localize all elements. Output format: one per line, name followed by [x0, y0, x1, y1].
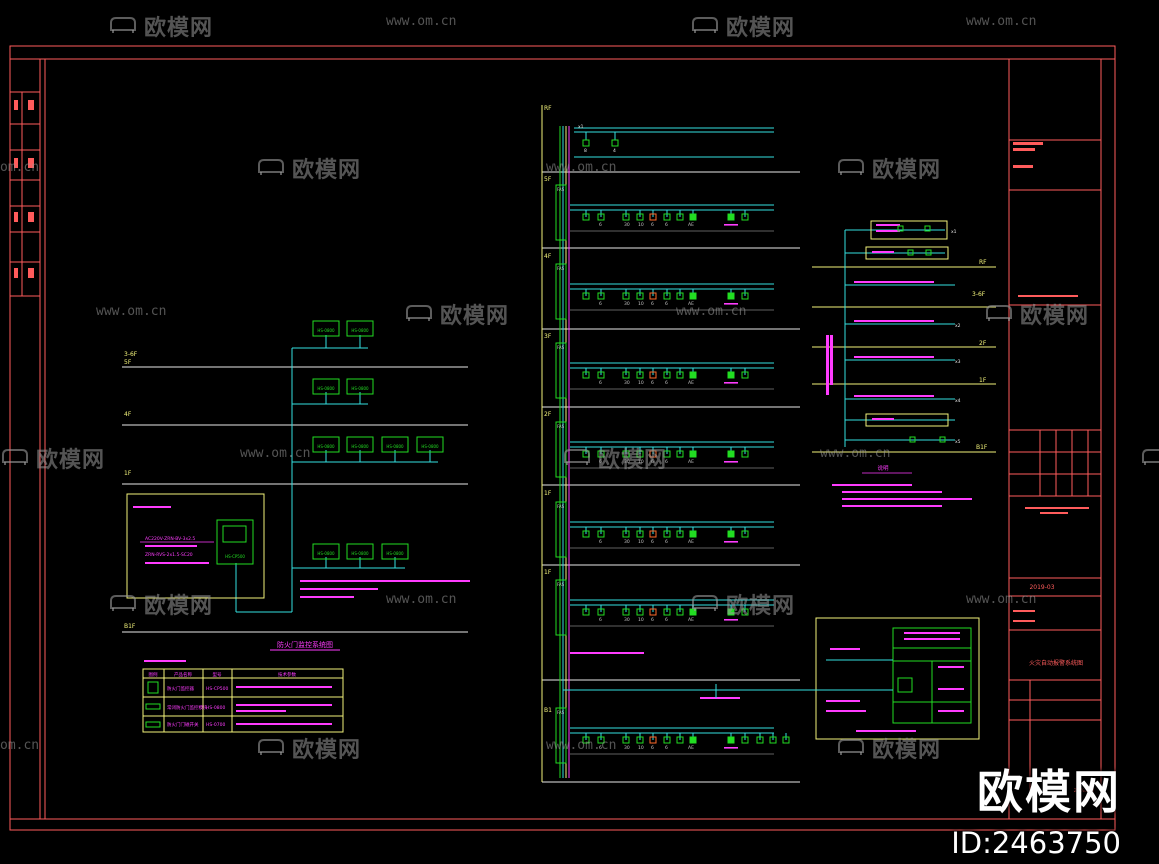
table-cell: 防火门门磁开关	[167, 721, 199, 728]
riser-floor-label: 4F	[544, 253, 552, 260]
door-module-code: HS-0800	[351, 328, 369, 333]
riser-qty: x1	[578, 124, 584, 130]
door-floor-label-2: 5F	[124, 359, 132, 366]
table-cell: 防火门监控器	[167, 685, 194, 692]
riser-floor-label: 3F	[544, 333, 552, 340]
door-floor-label-5: B1F	[124, 623, 136, 630]
door-table-headers: 图例 产品名称 型号 技术参数	[149, 671, 297, 678]
door-cable-spec: AC220V-ZRN-BV-3x2.5	[145, 536, 195, 542]
door-module-code: HS-0800	[317, 444, 335, 449]
door-module-code: HS-0800	[386, 551, 404, 556]
riser-floor-label: 1F	[544, 490, 552, 497]
door-table-symbols	[145, 681, 161, 728]
riser-qty: 4	[613, 148, 616, 154]
riser-qty: 8	[584, 148, 587, 154]
door-floor-label-1: 3-6F	[124, 351, 138, 358]
door-system-bus	[235, 335, 438, 613]
door-module-code: HS-0800	[317, 328, 335, 333]
door-module-code: HS-0800	[317, 551, 335, 556]
door-modules	[312, 320, 444, 560]
riser-floor-label: 1F	[544, 569, 552, 576]
title-block-marks	[1013, 142, 1089, 622]
door-system-floor-lines	[122, 366, 468, 633]
title-drawing-name: 火灾自动报警系统图	[1029, 659, 1083, 667]
riser-floor-dividers	[542, 171, 800, 783]
door-system-notes	[300, 580, 470, 598]
door-module-code: HS-0800	[421, 444, 439, 449]
door-floor-label-4: 1F	[124, 470, 132, 477]
table-cell: HS-CP500	[206, 686, 228, 692]
door-table-rows: 防火门监控器 HS-CP500 常闭防火门监控模块 HS-0800 防火门门磁开…	[167, 685, 332, 728]
drawing-frame	[9, 45, 1116, 831]
door-bus-spec: ZRN-RVS-2x1.5-SC20	[145, 552, 193, 558]
table-cell: HS-0800	[206, 705, 225, 711]
riser-rf-devices	[582, 139, 619, 147]
title-date-code: 2019-03	[1029, 584, 1054, 591]
door-legend-table	[142, 668, 344, 733]
table-header: 图例	[149, 671, 158, 678]
left-strip-marks	[14, 100, 34, 278]
table-header: 技术参数	[278, 671, 296, 678]
door-module-code: HS-0800	[351, 386, 369, 391]
door-system-title: 防火门监控系统图	[277, 640, 333, 649]
table-cell: HS-0700	[206, 722, 225, 728]
riser-rf-labels: x1 8 4	[578, 124, 616, 154]
door-module-code: HS-0800	[351, 551, 369, 556]
title-block	[1008, 58, 1102, 820]
door-module-code: HS-0800	[351, 444, 369, 449]
door-floor-label-3: 4F	[124, 411, 132, 418]
riser-floor-label: RF	[544, 105, 552, 112]
table-header: 型号	[213, 671, 222, 678]
riser-floor-label: B1	[544, 707, 552, 714]
door-module-code: HS-0800	[386, 444, 404, 449]
title-sheet-no: 20%100	[1074, 788, 1095, 794]
riser-floor-labels: RF 5F 4F 3F 2F 1F 1F B1	[544, 105, 552, 714]
brand-watermark: 欧模网	[977, 765, 1121, 819]
document-id: ID:2463750	[951, 826, 1121, 860]
door-module-labels: HS-0800 HS-0800 HS-0800 HS-0800 HS-0800 …	[317, 328, 439, 556]
table-header: 产品名称	[174, 671, 192, 678]
table-cell: 常闭防火门监控模块	[167, 704, 208, 711]
riser-rf-bus	[574, 127, 774, 158]
door-table-caption	[144, 660, 186, 662]
door-controller	[216, 519, 254, 565]
riser-floor-label: 5F	[544, 176, 552, 183]
door-room-notes	[133, 506, 209, 564]
riser-floor-label: 2F	[544, 411, 552, 418]
door-module-code: HS-0800	[317, 386, 335, 391]
door-controller-code: HS-CP500	[225, 554, 245, 559]
door-controller-room	[126, 493, 265, 599]
door-controller-screen	[222, 525, 247, 543]
